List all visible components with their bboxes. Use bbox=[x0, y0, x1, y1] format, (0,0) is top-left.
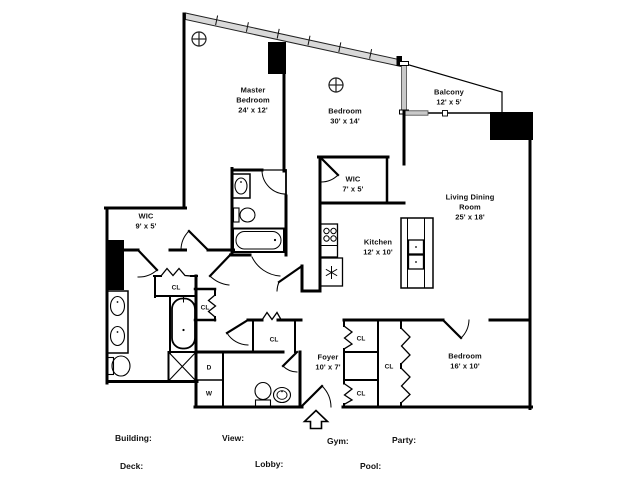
room-label-bedroom-16: Bedroom 16' x 10' bbox=[448, 351, 482, 370]
walls-thin bbox=[153, 275, 402, 408]
balcony-window bbox=[401, 63, 407, 113]
room-label-bedroom-30: Bedroom 30' x 14' bbox=[328, 106, 362, 125]
footer-label-pool: Pool: bbox=[360, 461, 382, 471]
wall-oven bbox=[400, 217, 434, 289]
refrigerator bbox=[319, 257, 344, 287]
stove bbox=[319, 223, 339, 258]
closet-label: CL bbox=[384, 363, 394, 371]
closet-label: CL bbox=[200, 304, 210, 312]
column bbox=[268, 42, 286, 74]
ceiling-light-icon bbox=[191, 31, 344, 93]
master-bath-fixtures bbox=[231, 173, 285, 253]
columns bbox=[107, 42, 533, 290]
accordion-door bbox=[160, 267, 192, 277]
footer-label-view: View: bbox=[222, 433, 245, 443]
toilet bbox=[232, 207, 240, 223]
column bbox=[107, 240, 124, 290]
snowflake-icon bbox=[325, 266, 338, 279]
washer-label: W bbox=[205, 390, 213, 398]
room-label-wic-7: WIC 7' x 5' bbox=[342, 174, 364, 193]
footer-label-deck: Deck: bbox=[120, 461, 144, 471]
room-label-master-bedroom: Master Bedroom 24' x 12' bbox=[236, 85, 270, 114]
column bbox=[490, 112, 533, 140]
bifold-door bbox=[343, 325, 354, 350]
sink bbox=[231, 173, 251, 199]
footer-label-building: Building: bbox=[115, 433, 152, 443]
closet-label: CL bbox=[356, 390, 366, 398]
accordion-door bbox=[261, 311, 282, 321]
left-bath-fixtures bbox=[106, 290, 197, 382]
sink bbox=[109, 295, 126, 317]
bifold-door bbox=[343, 382, 354, 406]
sink bbox=[272, 386, 292, 404]
footer-label-gym: Gym: bbox=[327, 436, 349, 446]
closet-label: CL bbox=[356, 335, 366, 343]
accordion-door bbox=[207, 294, 217, 318]
footer-label-party: Party: bbox=[392, 435, 417, 445]
kitchen-fixtures bbox=[319, 217, 434, 289]
vanity bbox=[106, 290, 129, 354]
bifold-door bbox=[400, 327, 411, 365]
bifold-doors bbox=[160, 267, 411, 406]
bifold-door bbox=[400, 367, 411, 404]
sink bbox=[109, 325, 126, 347]
toilet bbox=[254, 381, 272, 401]
bathtub bbox=[232, 227, 285, 253]
room-label-foyer: Foyer 10' x 7' bbox=[315, 352, 341, 371]
window-band bbox=[185, 12, 402, 68]
entry-arrow bbox=[302, 409, 330, 430]
room-label-living-dining: Living Dining Room 25' x 18' bbox=[445, 192, 495, 221]
closet-label: CL bbox=[171, 284, 181, 292]
shower bbox=[167, 351, 197, 382]
toilet bbox=[106, 356, 115, 376]
dryer-label: D bbox=[206, 364, 212, 372]
room-label-wic-9: WIC 9' x 5' bbox=[135, 211, 157, 230]
footer-label-lobby: Lobby: bbox=[255, 459, 284, 469]
doors bbox=[136, 156, 470, 409]
closet-label: CL bbox=[269, 336, 279, 344]
bathtub bbox=[171, 297, 196, 350]
small-bath-fixtures bbox=[254, 381, 292, 408]
room-label-kitchen: Kitchen 12' x 10' bbox=[363, 237, 393, 256]
room-label-balcony: Balcony 12' x 5' bbox=[434, 87, 464, 106]
